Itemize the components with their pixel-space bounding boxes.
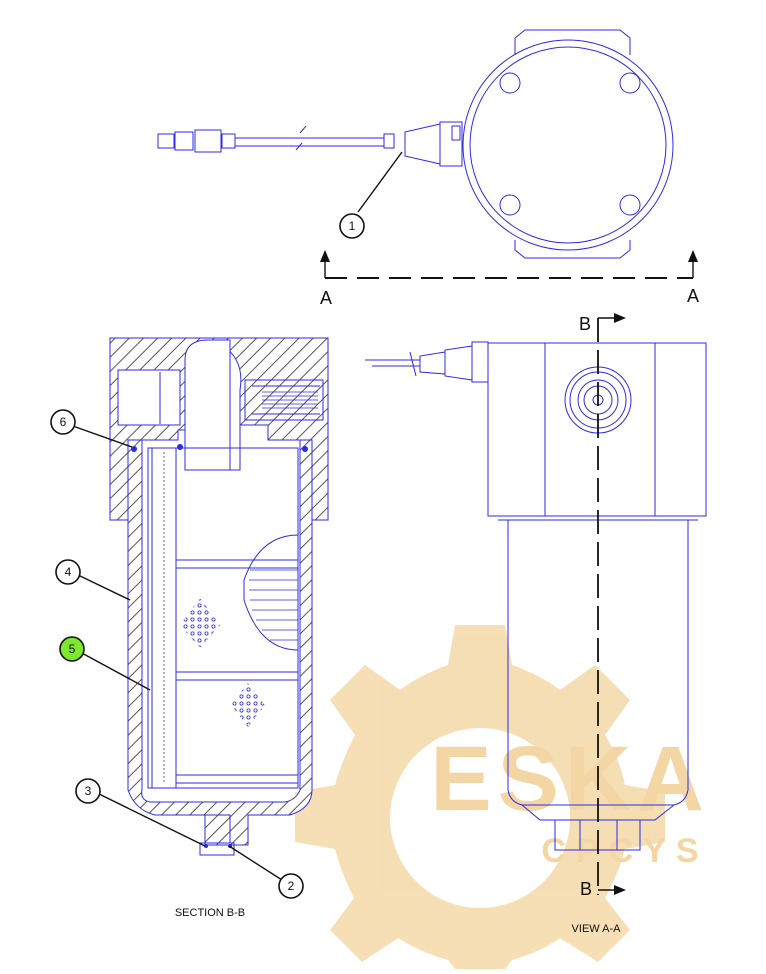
section-marker-b-bottom: B — [580, 879, 592, 899]
watermark-text: ESKA — [430, 728, 710, 830]
watermark-logo: ESKA CPCYS — [295, 625, 710, 969]
section-caption: SECTION B-B — [175, 907, 245, 919]
callout-label: 3 — [85, 784, 92, 798]
bolt-hole — [499, 72, 521, 94]
callout-2: 2 — [278, 873, 304, 899]
top-view — [157, 29, 698, 279]
callout-label: 1 — [349, 219, 356, 233]
section-marker-a-right: A — [687, 286, 699, 306]
section-marker-b-top: B — [579, 314, 591, 334]
bolt-hole — [619, 72, 641, 94]
watermark-subtext: CPCYS — [541, 832, 708, 870]
callout-label: 4 — [65, 565, 72, 579]
watermark-gear-icon — [295, 625, 665, 969]
bolt-hole — [499, 194, 521, 216]
perforation-cluster — [180, 598, 220, 648]
bolt-hole — [619, 194, 641, 216]
perforation-cluster — [231, 683, 265, 727]
callout-3: 3 — [75, 778, 101, 804]
callout-label: 6 — [60, 415, 67, 429]
callout-4: 4 — [55, 559, 81, 585]
view-a-a — [365, 313, 707, 895]
section-b-b — [69, 337, 329, 881]
callout-1: 1 — [339, 213, 365, 239]
callout-6: 6 — [50, 409, 76, 435]
callout-5: 5 — [59, 636, 85, 662]
section-marker-a-left: A — [320, 288, 332, 308]
view-caption: VIEW A-A — [572, 923, 622, 935]
callout-label: 5 — [69, 642, 76, 656]
callout-label: 2 — [288, 879, 295, 893]
